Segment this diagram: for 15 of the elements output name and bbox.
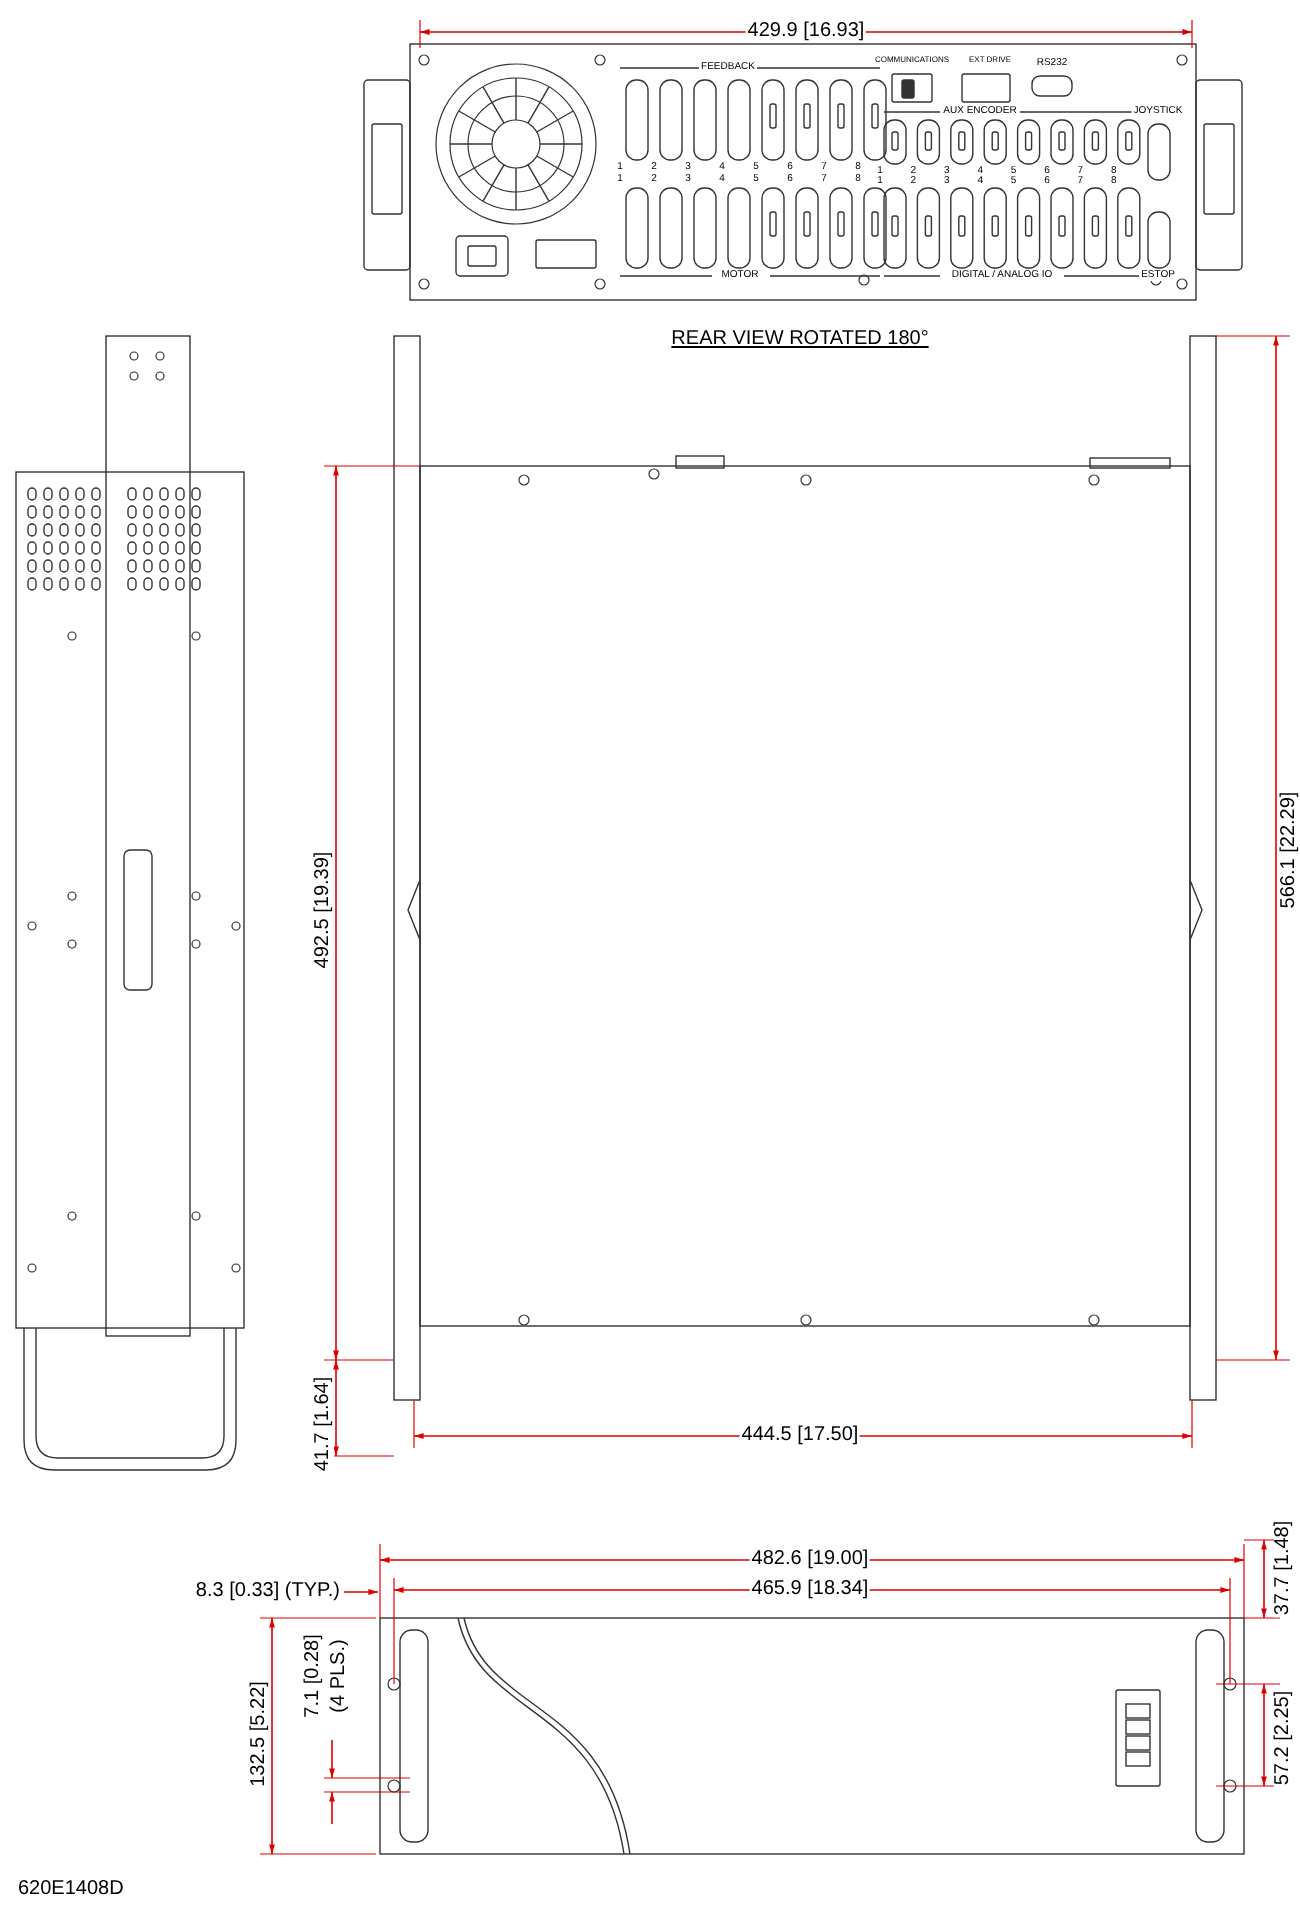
dimension-label: 8.3 [0.33] (TYP.) [193,1582,342,1602]
dimension-label: 444.5 [17.50] [739,1426,861,1446]
dimension-label: 429.9 [16.93] [745,22,867,42]
view-title: REAR VIEW ROTATED 180° [669,330,931,350]
dimension-label: 57.2 [2.25] [1274,1688,1294,1788]
dimension-label: 7.1 [0.28] [304,1632,324,1720]
dimension-label: (4 PLS.) [330,1637,350,1715]
dimension-label: 566.1 [22.29] [1280,789,1300,911]
dimension-label: 492.5 [19.39] [314,849,334,971]
dimension-label: 41.7 [1.64] [314,1374,334,1474]
dimension-label: 482.6 [19.00] [749,1550,871,1570]
dimension-label: 132.5 [5.22] [250,1679,270,1789]
drawing-number: 620E1408D [16,1880,126,1900]
dimension-label: 465.9 [18.34] [749,1580,871,1600]
dimension-label: 37.7 [1.48] [1274,1518,1294,1618]
